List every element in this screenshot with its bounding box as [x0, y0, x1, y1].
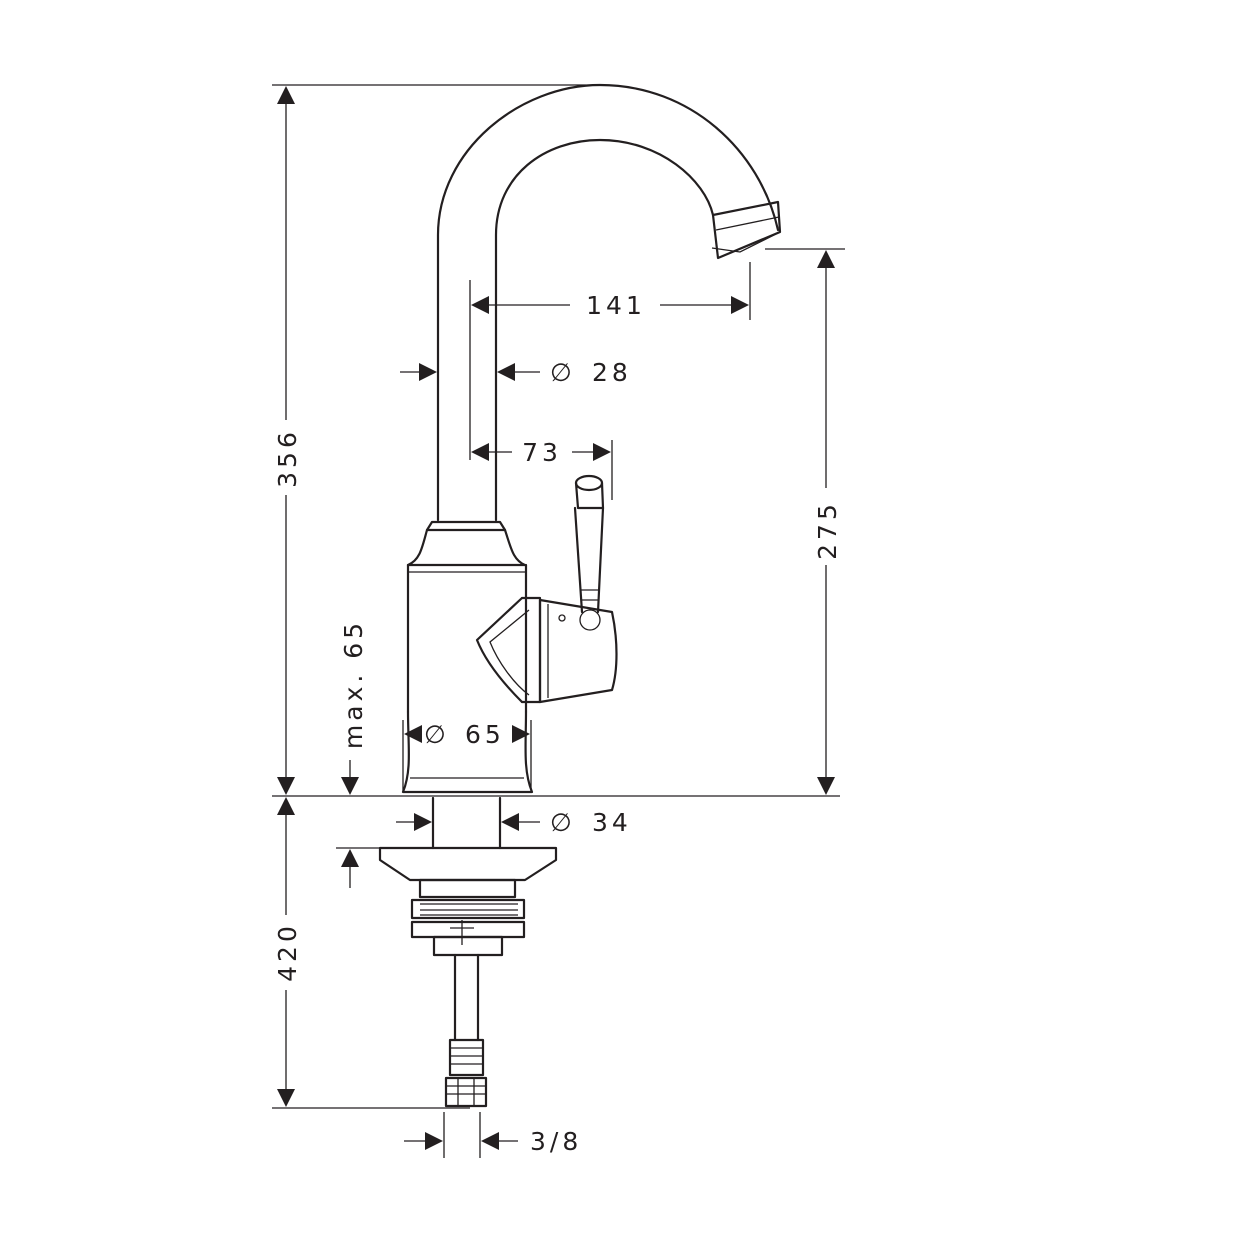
- lever-hub-inner: [489, 609, 530, 696]
- label-73: 73: [522, 438, 562, 467]
- lever-hub-opening: [475, 596, 524, 704]
- dim-34-arrow-right: [501, 813, 519, 831]
- body-cylinder: [406, 563, 528, 714]
- supply-hose: [453, 953, 480, 1042]
- body-neck: [406, 528, 527, 567]
- dim-356-arrow-top: [277, 86, 295, 104]
- label-420: 420: [273, 922, 302, 982]
- aerator-ring: [715, 216, 780, 231]
- dim-max65-arrow-up: [341, 849, 359, 867]
- label-3-8: 3/8: [530, 1127, 582, 1156]
- label-max-65: max. 65: [339, 619, 368, 749]
- diameter-symbol-34: ∅: [550, 808, 576, 837]
- lever-cap: [538, 598, 618, 704]
- dimension-labels: 356 420 275 max. 65 141 73 ∅ 28 ∅ 65 ∅ 3…: [273, 291, 842, 1156]
- dim-34-arrow-left: [414, 813, 432, 831]
- mounting-plate: [378, 846, 558, 882]
- lever-screw: [558, 614, 566, 622]
- lever-knob-top: [574, 474, 604, 492]
- hose-nut: [444, 1076, 488, 1108]
- faucet-body: [401, 83, 782, 794]
- dim-141-arrow-left: [471, 296, 489, 314]
- hose-fitting: [448, 1038, 485, 1077]
- dim-65-arrow-right: [512, 725, 530, 743]
- dim-420-arrow-top: [277, 797, 295, 815]
- body-base: [401, 710, 534, 794]
- shank: [431, 796, 502, 850]
- dim-38-arrow-left: [425, 1132, 443, 1150]
- spout-inner-edge: [494, 138, 715, 522]
- dimension-lines: [272, 84, 845, 1158]
- dim-65-arrow-left: [404, 725, 422, 743]
- dim-420-arrow-bottom: [277, 1089, 295, 1107]
- dim-356-arrow-bottom: [277, 777, 295, 795]
- label-275: 275: [813, 500, 842, 560]
- dim-73-arrow-right: [593, 443, 611, 461]
- dim-141-arrow-right: [731, 296, 749, 314]
- dim-28-arrow-left: [419, 363, 437, 381]
- dim-275-arrow-top: [817, 250, 835, 268]
- diameter-symbol-28: ∅: [550, 358, 576, 387]
- aerator-mouth: [711, 231, 781, 253]
- hose-fitting-lines: [450, 1047, 483, 1065]
- hose-nut-lines: [446, 1078, 486, 1106]
- lever-pivot: [579, 609, 601, 631]
- label-28: 28: [592, 358, 632, 387]
- dim-275-arrow-bottom: [817, 777, 835, 795]
- lever-handle: [573, 506, 605, 614]
- label-141: 141: [586, 291, 646, 320]
- label-65: 65: [465, 720, 505, 749]
- label-34: 34: [592, 808, 632, 837]
- dim-28-arrow-right: [497, 363, 515, 381]
- thread-lines: [420, 903, 518, 916]
- diameter-symbol-65: ∅: [424, 720, 450, 749]
- lever-bead: [580, 589, 600, 601]
- centre-mark: [450, 920, 474, 945]
- nut-lower: [410, 920, 526, 939]
- thread-ring: [410, 898, 526, 920]
- dim-73-arrow-left: [471, 443, 489, 461]
- dim-max65-arrow-down: [341, 777, 359, 795]
- lock-nut: [432, 935, 504, 957]
- lever-knob: [574, 481, 605, 510]
- body-collar: [425, 520, 507, 532]
- underdeck-assembly: [378, 796, 558, 1108]
- dim-38-arrow-right: [481, 1132, 499, 1150]
- label-356: 356: [273, 428, 302, 488]
- nut-upper: [418, 878, 517, 899]
